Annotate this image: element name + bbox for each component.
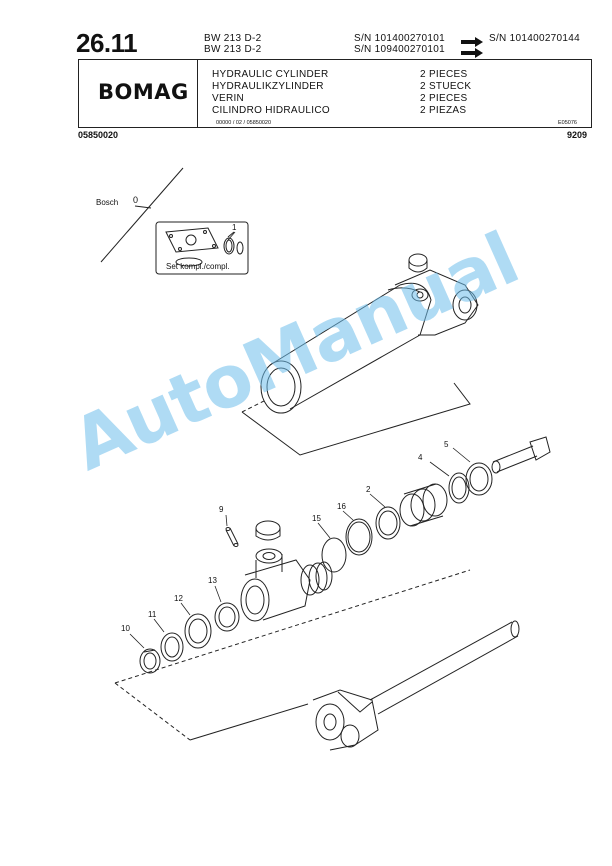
barrel-end: [260, 360, 302, 414]
ring-15: [321, 537, 347, 573]
ring-12: [184, 613, 212, 649]
quantity-de: 2 STUECK: [420, 81, 472, 92]
ring-4: [448, 472, 470, 504]
callout-11: 11: [148, 610, 157, 619]
model-line-2: BW 213 D-2: [204, 44, 262, 55]
callout-15: 15: [312, 514, 321, 523]
callout-2: 2: [366, 485, 371, 494]
serial-from-1: S/N 101400270101: [354, 33, 445, 44]
seal-kit-plate: [165, 227, 219, 253]
callout-5: 5: [444, 440, 449, 449]
ring-16: [345, 518, 373, 556]
serial-to: S/N 101400270144: [489, 33, 580, 44]
part-number: 05850020: [78, 130, 119, 140]
section-number: 26.11: [76, 28, 138, 58]
ring-10: [139, 648, 161, 674]
description-es: CILINDRO HIDRAULICO: [212, 105, 330, 116]
quantity-fr: 2 PIECES: [420, 93, 468, 104]
drawing-code: E05076: [558, 120, 577, 126]
bosch-leader-line: [100, 167, 184, 263]
date-code: 9209: [567, 130, 588, 140]
seal-kit-box: [155, 221, 249, 275]
arrow-right-icon: [461, 34, 483, 52]
callout-13: 13: [208, 576, 217, 585]
callout-16: 16: [337, 502, 346, 511]
seal-kit-label: Set kompl./compl.: [166, 262, 230, 271]
serial-from-2: S/N 109400270101: [354, 44, 445, 55]
arrow-right-icon: [461, 45, 483, 63]
ring-2: [375, 506, 401, 540]
quantity-es: 2 PIEZAS: [420, 105, 467, 116]
bosch-label: Bosch: [96, 198, 119, 207]
description-fr: VERIN: [212, 93, 245, 104]
title-box: [78, 59, 592, 128]
ring-5: [465, 462, 493, 496]
reference-code: 00000 / 02 / 05850020: [216, 120, 272, 126]
callout-1: 1: [232, 223, 237, 232]
callout-4: 4: [418, 453, 423, 462]
quantity-en: 2 PIECES: [420, 69, 468, 80]
callout-10: 10: [121, 624, 130, 633]
bomag-logo: BOMAG: [98, 80, 189, 104]
ring-11: [160, 632, 184, 662]
callout-12: 12: [174, 594, 183, 603]
description-de: HYDRAULIKZYLINDER: [212, 81, 324, 92]
model-line-1: BW 213 D-2: [204, 33, 262, 44]
bosch-item-number: 0: [133, 195, 139, 205]
bosch-leader-line: [134, 205, 152, 209]
ring-13: [214, 602, 240, 632]
description-en: HYDRAULIC CYLINDER: [212, 69, 329, 80]
callout-9: 9: [219, 505, 224, 514]
